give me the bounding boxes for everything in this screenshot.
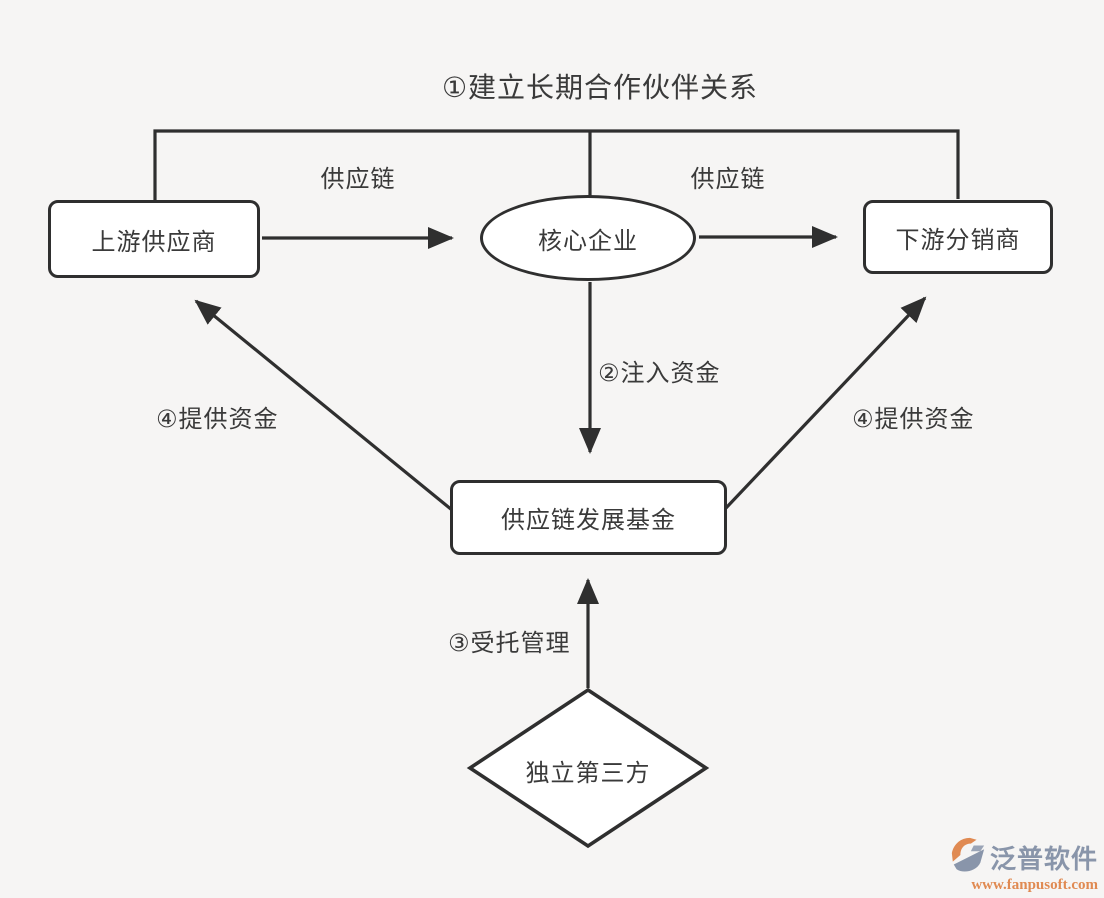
label-provide-funds-left: ④提供资金: [156, 406, 279, 433]
label-supply-chain-left: 供应链: [320, 166, 396, 193]
node-independent-third-party-label: 独立第三方: [525, 759, 651, 787]
node-core-enterprise-label: 核心企业: [538, 227, 638, 255]
label-entrusted-management: ③受托管理: [448, 630, 571, 657]
partnership-frame-connector: [153, 129, 960, 202]
node-independent-third-party: 独立第三方: [488, 750, 688, 790]
node-upstream-supplier: 上游供应商: [48, 200, 260, 278]
watermark: 泛普软件 www.fanpusoft.com: [948, 836, 1098, 894]
watermark-brand-text: 泛普软件: [989, 844, 1098, 874]
label-provide-funds-right: ④提供资金: [852, 406, 975, 433]
node-downstream-distributor: 下游分销商: [863, 200, 1053, 274]
node-supply-chain-fund-label: 供应链发展基金: [501, 507, 676, 534]
arrow-fund-to-downstream: [724, 296, 927, 510]
arrow-fund-to-upstream: [194, 299, 454, 512]
node-downstream-distributor-label: 下游分销商: [895, 226, 1021, 254]
label-build-partnership: ①建立长期合作伙伴关系: [441, 72, 759, 103]
node-supply-chain-fund: 供应链发展基金: [450, 480, 727, 555]
third-party-diamond-shape: [466, 687, 710, 849]
label-supply-chain-right: 供应链: [690, 166, 766, 193]
watermark-url-text: www.fanpusoft.com: [971, 877, 1098, 893]
node-core-enterprise: 核心企业: [480, 195, 696, 281]
fanpu-logo-icon: [948, 836, 988, 879]
label-inject-funds: ②注入资金: [598, 360, 721, 387]
node-upstream-supplier-label: 上游供应商: [91, 228, 217, 256]
